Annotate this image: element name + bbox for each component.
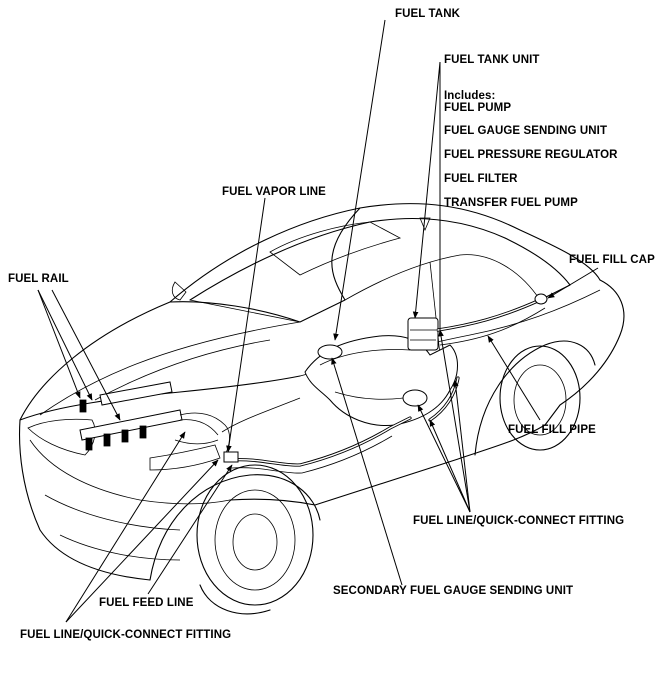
- label-secondary-fuel-gauge-sending-unit: SECONDARY FUEL GAUGE SENDING UNIT: [333, 585, 574, 597]
- leader-lines: [37, 19, 599, 623]
- label-fuel-pump: FUEL PUMP: [444, 102, 512, 114]
- label-fuel-tank: FUEL TANK: [395, 8, 460, 20]
- label-fuel-line-quick-connect-right: FUEL LINE/QUICK-CONNECT FITTING: [413, 515, 625, 527]
- label-fuel-fill-pipe: FUEL FILL PIPE: [508, 424, 596, 436]
- fuel-tank-shape: [304, 317, 458, 427]
- label-fuel-feed-line: FUEL FEED LINE: [99, 597, 194, 609]
- fuel-fill-pipe-shape: [436, 293, 548, 346]
- label-transfer-fuel-pump: TRANSFER FUEL PUMP: [444, 197, 578, 209]
- label-fuel-rail: FUEL RAIL: [8, 273, 69, 285]
- label-fuel-gauge-sending-unit: FUEL GAUGE SENDING UNIT: [444, 125, 608, 137]
- label-fuel-filter: FUEL FILTER: [444, 173, 518, 185]
- fuel-rail-shape: [79, 381, 301, 463]
- label-fuel-tank-unit: FUEL TANK UNIT: [444, 54, 540, 66]
- car-body: [19, 203, 625, 615]
- label-fuel-pressure-regulator: FUEL PRESSURE REGULATOR: [444, 149, 618, 161]
- label-fuel-vapor-line: FUEL VAPOR LINE: [222, 186, 326, 198]
- label-fuel-line-quick-connect-left: FUEL LINE/QUICK-CONNECT FITTING: [20, 629, 232, 641]
- label-includes: Includes:: [444, 90, 496, 102]
- label-fuel-fill-cap: FUEL FILL CAP: [569, 254, 655, 266]
